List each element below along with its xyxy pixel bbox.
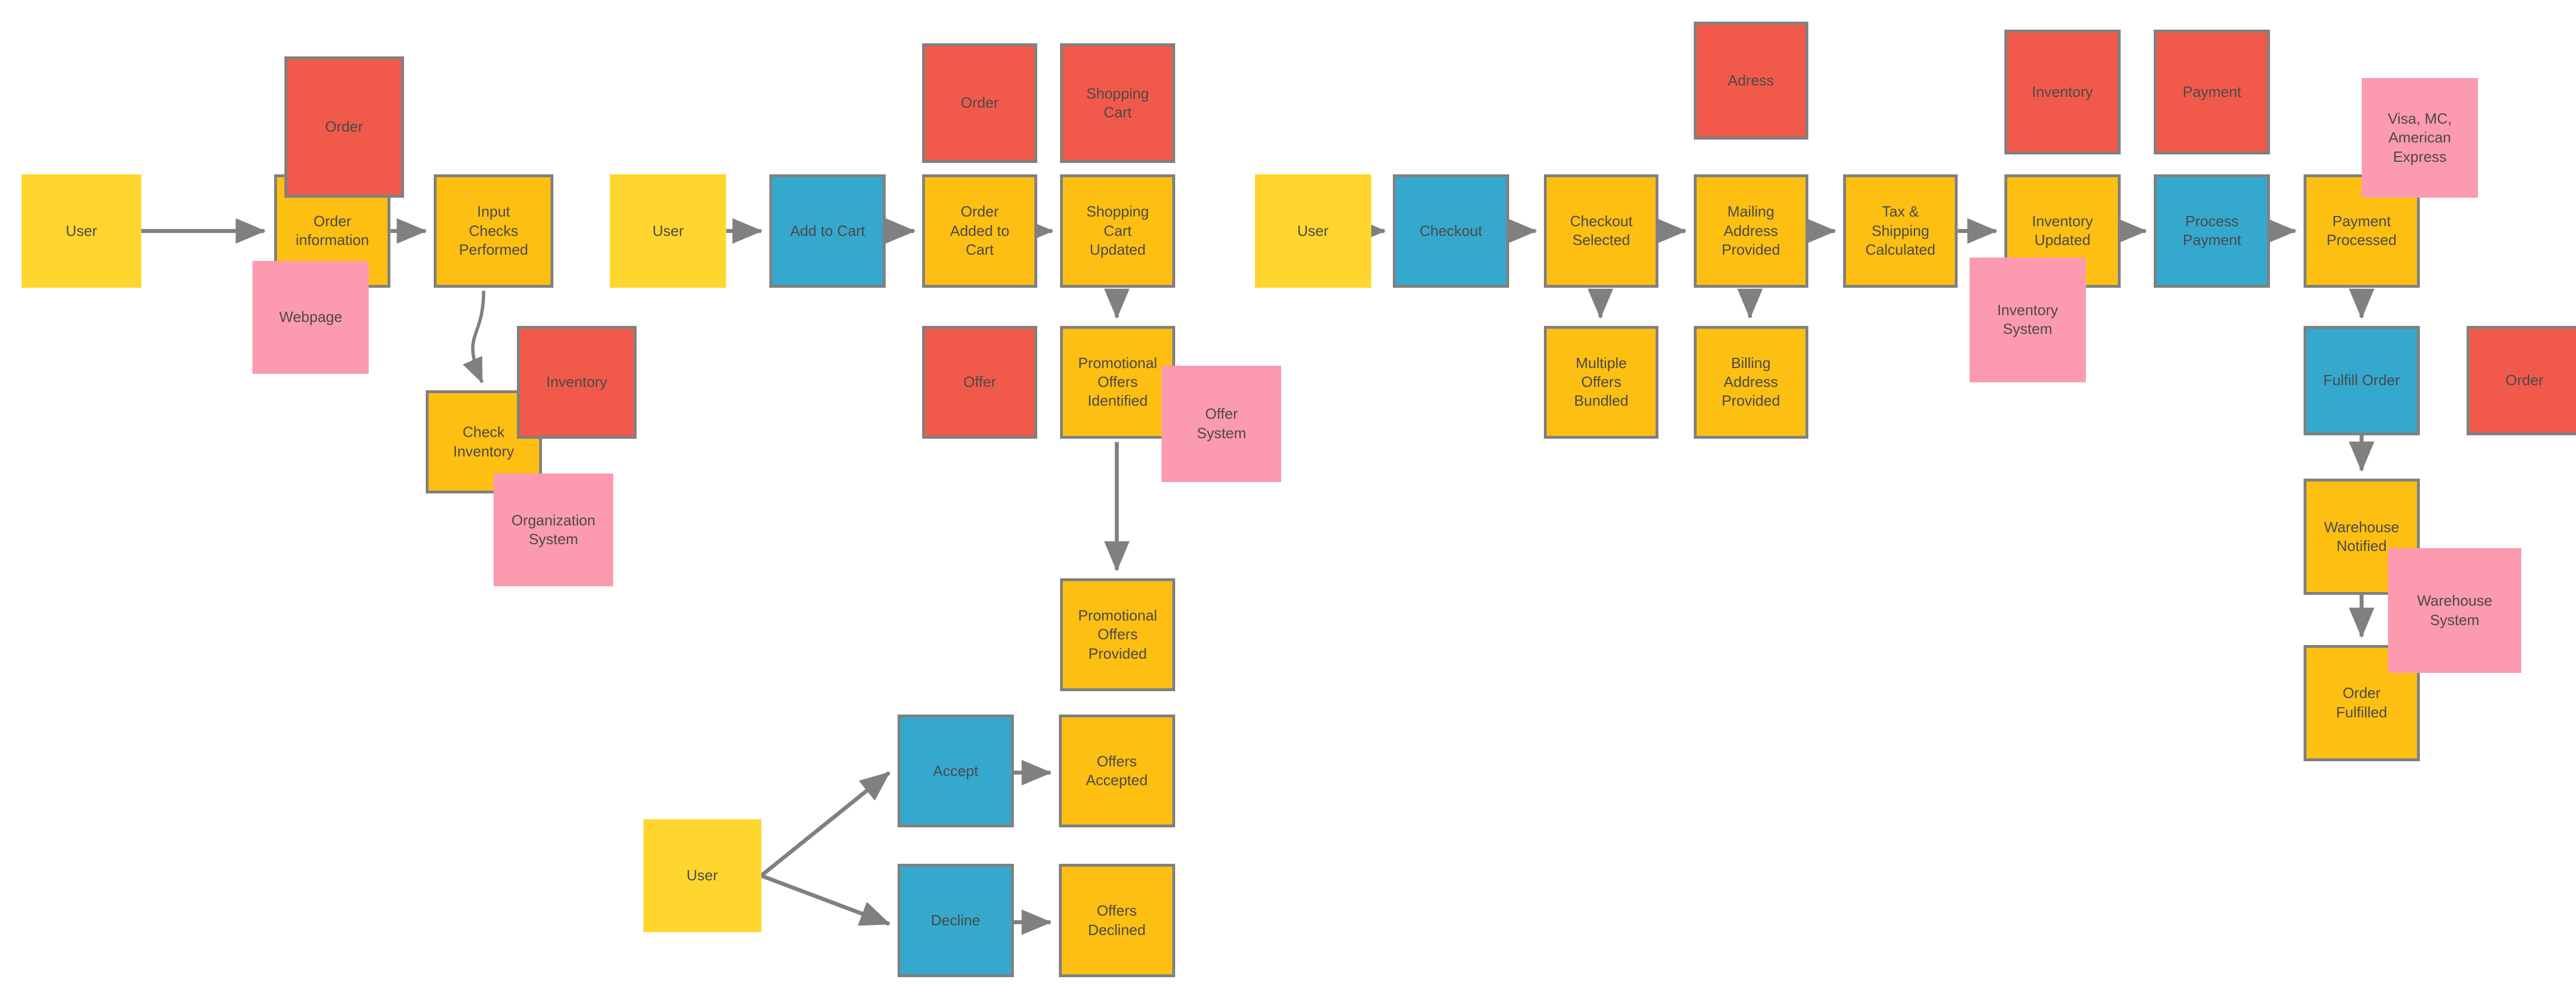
node-actor-n9[interactable]: User	[610, 174, 727, 288]
node-command-n25[interactable]: Checkout	[1392, 174, 1509, 288]
node-event-n26[interactable]: Checkout Selected	[1544, 174, 1659, 288]
node-event-n5[interactable]: Input Checks Performed	[434, 174, 554, 288]
node-system-n42[interactable]: Warehouse System	[2388, 548, 2521, 673]
node-command-n39[interactable]: Fulfill Order	[2303, 325, 2420, 436]
node-entity-n2[interactable]: Order	[284, 56, 404, 198]
node-command-n23[interactable]: Decline	[897, 864, 1014, 977]
node-entity-n15[interactable]: Offer	[922, 325, 1037, 439]
node-event-n21[interactable]: Offers Accepted	[1058, 714, 1175, 828]
node-event-n43[interactable]: Order Fulfilled	[2303, 644, 2420, 761]
node-event-n24[interactable]: Offers Declined	[1058, 864, 1175, 977]
node-entity-n6[interactable]: Inventory	[516, 325, 637, 439]
node-actor-n19[interactable]: User	[1254, 174, 1371, 288]
node-entity-n28[interactable]: Adress	[1693, 21, 1808, 140]
node-command-n10[interactable]: Add to Cart	[769, 174, 886, 288]
node-entity-n32[interactable]: Inventory	[2004, 30, 2121, 155]
node-system-n17[interactable]: Offer System	[1161, 365, 1282, 482]
node-event-n30[interactable]: Billing Address Provided	[1693, 325, 1808, 439]
node-entity-n40[interactable]: Order	[2466, 325, 2576, 436]
node-event-n16[interactable]: Promotional Offers Identified	[1060, 325, 1175, 439]
node-entity-n11[interactable]: Order	[922, 43, 1037, 163]
node-system-n8[interactable]: Organization System	[494, 473, 614, 587]
node-entity-n35[interactable]: Payment	[2154, 30, 2271, 155]
node-entity-n13[interactable]: Shopping Cart	[1060, 43, 1175, 163]
node-event-n12[interactable]: Order Added to Cart	[922, 174, 1037, 288]
node-command-n36[interactable]: Process Payment	[2154, 174, 2271, 288]
node-event-n27[interactable]: Multiple Offers Bundled	[1544, 325, 1659, 439]
node-system-n34[interactable]: Inventory System	[1969, 258, 2086, 382]
node-event-n31[interactable]: Tax & Shipping Calculated	[1843, 174, 1958, 288]
node-command-n20[interactable]: Accept	[897, 714, 1014, 828]
node-event-n14[interactable]: Shopping Cart Updated	[1060, 174, 1175, 288]
node-system-n37[interactable]: Visa, MC, American Express	[2361, 78, 2478, 198]
node-actor-n22[interactable]: User	[643, 819, 761, 932]
node-event-n18[interactable]: Promotional Offers Provided	[1060, 578, 1175, 692]
node-actor-n1[interactable]: User	[21, 174, 141, 288]
node-event-n29[interactable]: Mailing Address Provided	[1693, 174, 1808, 288]
node-system-n4[interactable]: Webpage	[252, 260, 369, 374]
